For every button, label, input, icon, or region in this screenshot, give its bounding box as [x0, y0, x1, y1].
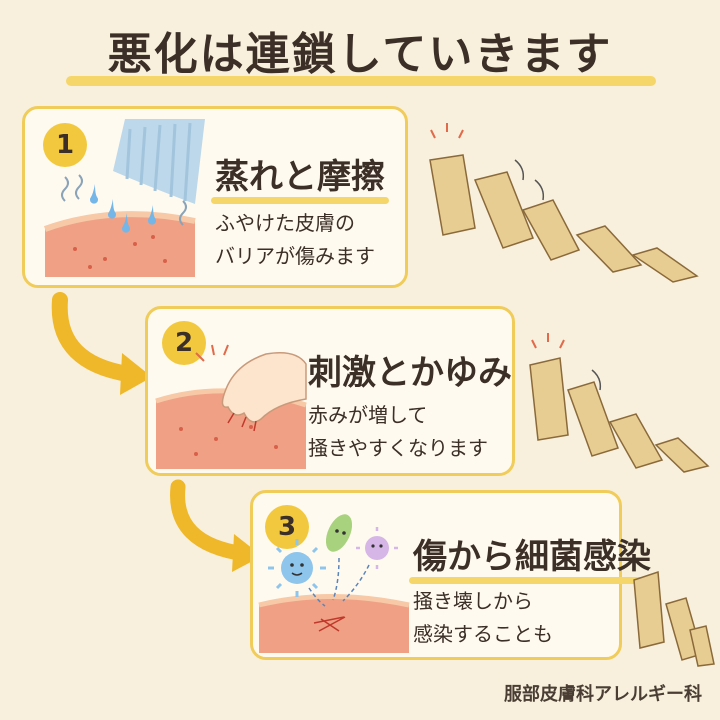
- arrow-down-right-icon: [51, 292, 152, 395]
- desc-line: ふやけた皮膚の: [215, 211, 355, 235]
- falling-dominoes-illustration: [529, 333, 710, 473]
- heading-underline: [211, 197, 389, 204]
- title-underline: [66, 76, 656, 86]
- scratching-hand-illustration: [155, 344, 307, 469]
- step-card-1: 1 蒸れと摩擦 ふやけた皮膚の バリアが傷みます: [22, 106, 408, 288]
- step-heading: 傷から細菌感染: [409, 529, 655, 584]
- step-number-badge: 2: [162, 321, 206, 365]
- step-description: 掻き壊しから 感染することも: [413, 585, 553, 651]
- page-title: 悪化は連鎖していきます: [107, 29, 613, 80]
- steam-skin-illustration: [43, 119, 205, 277]
- step-heading-text: 蒸れと摩擦: [215, 157, 385, 197]
- step-heading: 蒸れと摩擦: [211, 149, 389, 204]
- desc-line: バリアが傷みます: [215, 244, 375, 268]
- step-number-badge: 1: [43, 123, 87, 167]
- step-description: 赤みが増して 掻きやすくなります: [308, 399, 488, 465]
- falling-dominoes-illustration: [633, 570, 715, 667]
- step-card-2: 2 刺激とかゆみ 赤みが増して 掻きやすくなります: [145, 306, 515, 476]
- step-heading-text: 傷から細菌感染: [413, 537, 651, 577]
- step-heading-text: 刺激とかゆみ: [308, 353, 512, 393]
- step-number-badge: 3: [265, 505, 309, 549]
- desc-line: 赤みが増して: [308, 403, 428, 427]
- desc-line: 感染することも: [413, 622, 553, 646]
- bacteria-infection-illustration: [258, 514, 410, 653]
- heading-underline: [409, 577, 655, 584]
- clinic-name: 服部皮膚科アレルギー科: [504, 684, 702, 705]
- falling-dominoes-illustration: [429, 123, 699, 283]
- step-card-3: 3 傷から細菌感染 掻き壊しから 感染することも: [250, 490, 655, 660]
- step-heading: 刺激とかゆみ: [308, 345, 512, 394]
- desc-line: 掻き壊しから: [413, 589, 533, 613]
- arrow-down-right-icon: [170, 479, 262, 572]
- desc-line: 掻きやすくなります: [308, 436, 488, 460]
- step-description: ふやけた皮膚の バリアが傷みます: [215, 207, 375, 273]
